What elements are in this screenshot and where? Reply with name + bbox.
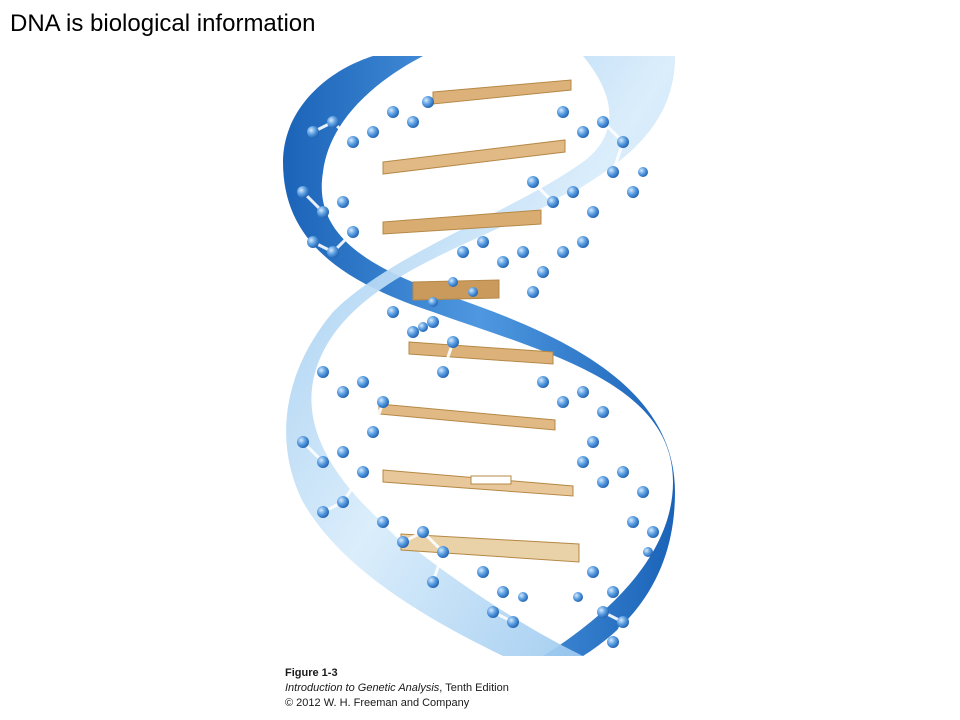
dna-double-helix-icon [283,56,675,656]
base-pair [408,341,554,365]
base-pair [412,279,500,301]
copyright-line: © 2012 W. H. Freeman and Company [285,697,470,709]
slide-title: DNA is biological information [10,10,316,37]
figure-caption: Figure 1-3 Introduction to Genetic Analy… [285,666,605,711]
backbone-strand-front [286,56,675,656]
base-pair-gap [470,475,512,485]
base-pair [382,139,566,175]
book-edition: , Tenth Edition [439,682,509,694]
backbone-strand-back [283,56,675,656]
base-pair [382,209,542,235]
base-pair [378,403,556,431]
atoms [297,96,659,648]
figure-label: Figure 1-3 [285,667,338,679]
base-pairs [378,79,580,563]
dna-helix-figure [283,52,677,656]
figure-source: Introduction to Genetic Analysis, Tenth … [285,681,605,696]
base-pair [432,79,572,105]
book-title: Introduction to Genetic Analysis [285,682,440,694]
